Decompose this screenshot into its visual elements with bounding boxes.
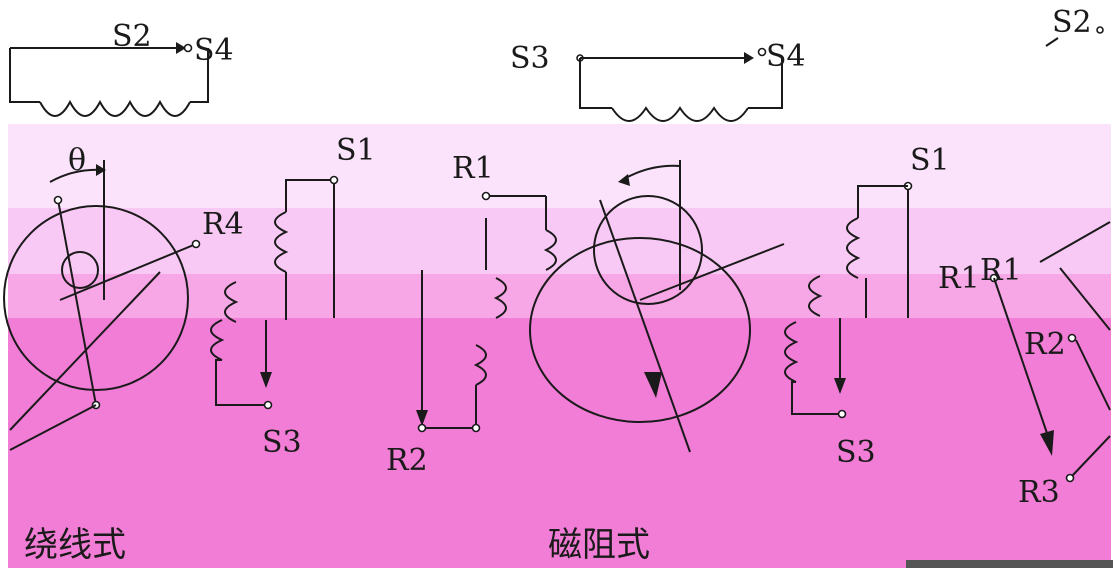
background-band-mid — [8, 208, 1111, 274]
stator-wire — [1045, 37, 1059, 47]
label-s4: S4 — [766, 39, 806, 74]
label-r4: R4 — [202, 207, 244, 242]
terminal-s4 — [183, 43, 193, 53]
wound-rotor-diagram: S2 S4 θ R4 — [3, 19, 376, 565]
stator-lead — [9, 48, 40, 103]
theta-arc — [621, 164, 681, 181]
stator-lead — [285, 179, 334, 212]
rotor-lead-r4 — [59, 243, 197, 301]
label-r2: R2 — [1024, 327, 1066, 362]
rotor-lead — [1059, 267, 1111, 331]
arrow-head — [260, 372, 272, 388]
right-partial-diagram: S2 R1 R1 R2 R3 — [906, 5, 1113, 568]
rotor-lead — [1071, 435, 1111, 477]
rotor-coil — [473, 344, 487, 386]
terminal-r2 — [1067, 333, 1077, 343]
caption-reluctance: 磁阻式 — [548, 525, 650, 565]
label-s2: S2 — [1052, 5, 1092, 40]
stator-lead — [579, 58, 612, 109]
terminal-s3 — [263, 400, 273, 410]
label-s3: S3 — [836, 435, 876, 470]
label-s4: S4 — [194, 33, 234, 68]
label-r1: R1 — [938, 261, 980, 296]
stator-coil-s3-s4 — [611, 106, 749, 122]
stator-lead — [857, 185, 908, 218]
stator-coil-s2-s4 — [39, 99, 191, 117]
rotor-circle — [3, 205, 189, 391]
arrow-head — [618, 174, 630, 186]
label-r1: R1 — [452, 151, 494, 186]
rotor-lead — [9, 404, 97, 451]
background-band-dark — [8, 318, 1111, 568]
reluctance-diagram: S3 S4 R1 R2 — [386, 39, 950, 565]
stator-coil-s1-s3 — [846, 217, 861, 279]
terminal-r1 — [481, 191, 491, 201]
terminal-s1 — [329, 175, 339, 185]
rotor-coil-loop — [61, 251, 99, 289]
terminal-r3 — [1065, 473, 1075, 483]
stator-lead — [791, 381, 840, 415]
terminal-r4 — [191, 239, 201, 249]
label-theta: θ — [68, 143, 86, 178]
background-band-light — [8, 124, 1111, 208]
label-s3: S3 — [510, 41, 550, 76]
caption-wound: 绕线式 — [24, 525, 126, 565]
stator-lead — [748, 58, 783, 109]
arrow-head — [834, 378, 846, 394]
label-s1: S1 — [910, 143, 950, 178]
terminal-s4 — [757, 47, 767, 57]
bottom-edge-bar — [906, 560, 1113, 568]
stator-coil-s1-s3 — [274, 211, 289, 273]
rotor-axis — [599, 199, 691, 453]
rotor-lead — [1039, 221, 1111, 263]
rotor-coil — [493, 277, 507, 319]
label-s3: S3 — [262, 425, 302, 460]
label-s2: S2 — [112, 19, 152, 54]
background-band-strong — [8, 274, 1111, 318]
label-r2: R2 — [386, 443, 428, 478]
terminal-s3 — [837, 409, 847, 419]
terminal-r2 — [417, 423, 427, 433]
arrow-head — [744, 52, 754, 64]
stator-lead — [190, 48, 209, 103]
rotor-lobe — [593, 195, 703, 305]
rotor-axis — [993, 277, 1051, 443]
stator-coil-secondary — [808, 275, 823, 317]
arrow-head — [644, 372, 662, 398]
arrow-head — [176, 42, 186, 54]
rotor-axis — [57, 199, 97, 406]
rotor-lead — [639, 243, 785, 301]
rotor-lead — [1075, 339, 1111, 411]
label-s1: S1 — [336, 133, 376, 168]
label-r1: R1 — [980, 253, 1022, 288]
arrow-head — [416, 410, 428, 426]
rotor-ellipse — [529, 237, 751, 423]
arrow-head — [96, 164, 106, 176]
terminal — [471, 423, 481, 433]
arrow-head — [1040, 430, 1054, 456]
rotor-diagonal — [9, 271, 161, 431]
stator-coil-secondary — [224, 281, 239, 323]
stator-coil-secondary — [784, 321, 799, 383]
rotor-coil — [543, 229, 557, 271]
stator-lead — [215, 359, 266, 406]
terminal — [53, 195, 63, 205]
terminal-s2 — [1096, 26, 1104, 34]
label-r3: R3 — [1018, 475, 1060, 510]
stator-coil-secondary — [210, 319, 225, 361]
